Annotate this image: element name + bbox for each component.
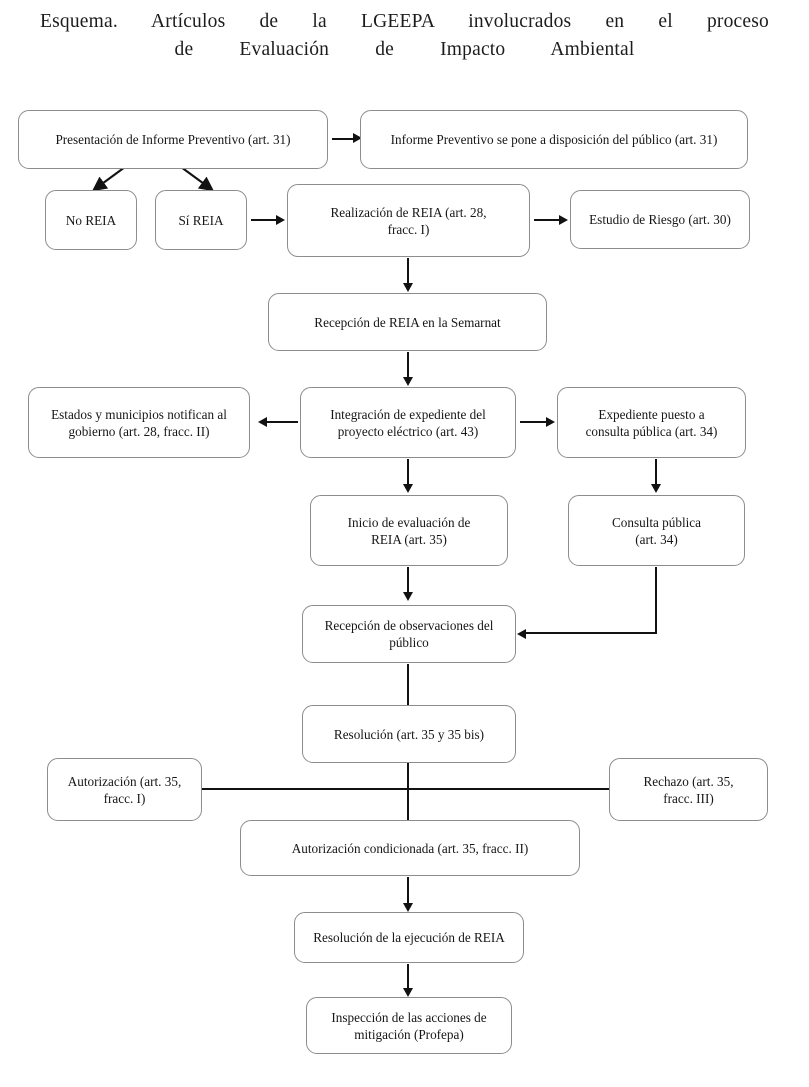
- node-autorizacion-condicionada[interactable]: Autorización condicionada (art. 35, frac…: [240, 820, 580, 876]
- node-label-line-2: fracc. I): [387, 221, 430, 237]
- node-estudio-riesgo[interactable]: Estudio de Riesgo (art. 30): [570, 190, 750, 249]
- arrowhead-left-icon: [517, 628, 526, 639]
- edge-expediente-to-consulta: [655, 459, 658, 486]
- node-label-line-1: Realización de REIA (art. 28,: [330, 204, 487, 220]
- arrowhead-down-icon: [402, 484, 413, 493]
- edge-autorizacion-rechazo-bus: [202, 788, 610, 791]
- node-label-line-1: Inicio de evaluación de: [347, 514, 471, 530]
- arrowhead-down-icon: [402, 592, 413, 601]
- node-label-line-2: mitigación (Profepa): [354, 1026, 464, 1042]
- arrowhead-down-icon: [402, 283, 413, 292]
- arrowhead-right-icon: [546, 416, 555, 427]
- node-recepcion-observaciones-publico[interactable]: Recepción de observaciones del público: [302, 605, 516, 663]
- node-label: No REIA: [65, 212, 117, 228]
- node-label-line-2: gobierno (art. 28, fracc. II): [68, 423, 210, 439]
- node-label-line-1: Inspección de las acciones de: [331, 1009, 487, 1025]
- node-label-line-2: REIA (art. 35): [371, 531, 447, 547]
- edge-inicio-to-recepcion-observaciones: [407, 567, 410, 594]
- node-label-line-2: (art. 34): [635, 531, 678, 547]
- node-label-line-1: Rechazo (art. 35,: [643, 773, 734, 789]
- edge-condicionada-to-resolucion-ejecucion: [407, 877, 410, 905]
- node-autorizacion[interactable]: Autorización (art. 35, fracc. I): [47, 758, 202, 821]
- node-label: Sí REIA: [178, 212, 224, 228]
- node-si-reia[interactable]: Sí REIA: [155, 190, 247, 250]
- node-label: Autorización condicionada (art. 35, frac…: [291, 840, 529, 856]
- node-expediente-consulta-publica[interactable]: Expediente puesto a consulta pública (ar…: [557, 387, 746, 458]
- node-inspeccion-acciones-mitigacion[interactable]: Inspección de las acciones de mitigación…: [306, 997, 512, 1054]
- edge-resolucion-ejecucion-to-inspeccion: [407, 964, 410, 990]
- edge-consulta-to-recepcion-vertical: [655, 567, 658, 634]
- node-label: Informe Preventivo se pone a disposición…: [390, 132, 718, 147]
- edge-si-reia-to-realizacion: [251, 219, 278, 222]
- node-estados-municipios-notifican[interactable]: Estados y municipios notifican al gobier…: [28, 387, 250, 458]
- node-resolucion-ejecucion-reia[interactable]: Resolución de la ejecución de REIA: [294, 912, 524, 963]
- node-label: Recepción de REIA en la Semarnat: [314, 314, 501, 330]
- node-label: Resolución (art. 35 y 35 bis): [333, 726, 485, 742]
- edge-presentacion-to-informe: [332, 137, 354, 140]
- edge-integracion-to-expediente: [520, 421, 548, 424]
- edge-semarnat-to-integracion: [407, 352, 410, 379]
- edge-recepcion-to-resolucion: [407, 664, 410, 706]
- arrowhead-right-icon: [353, 133, 362, 143]
- arrowhead-down-icon: [402, 903, 413, 912]
- title-line-1: Esquema. Artículos de la LGEEPA involucr…: [40, 11, 769, 32]
- node-no-reia[interactable]: No REIA: [45, 190, 137, 250]
- node-label: Resolución de la ejecución de REIA: [313, 930, 505, 945]
- node-label-line-1: Integración de expediente del: [330, 406, 486, 422]
- arrowhead-down-icon: [650, 484, 661, 493]
- arrowhead-down-icon: [402, 377, 413, 386]
- edge-realizacion-to-semarnat: [407, 258, 410, 285]
- node-label-line-2: consulta pública (art. 34): [585, 423, 718, 439]
- node-label-line-2: proyecto eléctrico (art. 43): [337, 423, 479, 439]
- node-label-line-2: público: [389, 635, 429, 650]
- edge-presentacion-branches: [91, 166, 215, 192]
- node-label: Estudio de Riesgo (art. 30): [589, 212, 731, 227]
- node-informe-disposicion-publico[interactable]: Informe Preventivo se pone a disposición…: [360, 110, 748, 169]
- node-label-line-1: Autorización (art. 35,: [67, 773, 182, 789]
- node-label: Presentación de Informe Preventivo (art.…: [55, 132, 291, 147]
- page-title: Esquema. Artículos de la LGEEPA involucr…: [40, 8, 769, 64]
- arrowhead-right-icon: [559, 214, 568, 225]
- node-label-line-2: fracc. III): [663, 790, 714, 806]
- node-presentacion-informe-preventivo[interactable]: Presentación de Informe Preventivo (art.…: [18, 110, 328, 169]
- node-label-line-1: Expediente puesto a: [598, 406, 705, 422]
- title-line-2: de Evaluación de Impacto Ambiental: [174, 39, 635, 60]
- arrowhead-right-icon: [276, 214, 285, 225]
- node-label-line-1: Estados y municipios notifican al: [51, 406, 227, 422]
- node-label-line-2: fracc. I): [103, 790, 146, 806]
- node-resolucion[interactable]: Resolución (art. 35 y 35 bis): [302, 705, 516, 763]
- edge-integracion-to-estados: [267, 421, 298, 424]
- node-label-line-1: Consulta pública: [611, 514, 701, 530]
- edge-resolucion-stem: [407, 763, 410, 821]
- node-recepcion-reia-semarnat[interactable]: Recepción de REIA en la Semarnat: [268, 293, 547, 351]
- edge-integracion-to-inicio: [407, 459, 410, 486]
- node-realizacion-reia[interactable]: Realización de REIA (art. 28, fracc. I): [287, 184, 530, 257]
- node-inicio-evaluacion-reia[interactable]: Inicio de evaluación de REIA (art. 35): [310, 495, 508, 566]
- arrowhead-down-icon: [402, 988, 413, 997]
- node-rechazo[interactable]: Rechazo (art. 35, fracc. III): [609, 758, 768, 821]
- edge-realizacion-to-estudio-riesgo: [534, 219, 561, 222]
- node-integracion-expediente[interactable]: Integración de expediente del proyecto e…: [300, 387, 516, 458]
- arrowhead-left-icon: [258, 416, 267, 427]
- node-consulta-publica[interactable]: Consulta pública (art. 34): [568, 495, 745, 566]
- edge-consulta-to-recepcion-horizontal: [526, 632, 657, 635]
- node-label-line-1: Recepción de observaciones del: [324, 618, 494, 633]
